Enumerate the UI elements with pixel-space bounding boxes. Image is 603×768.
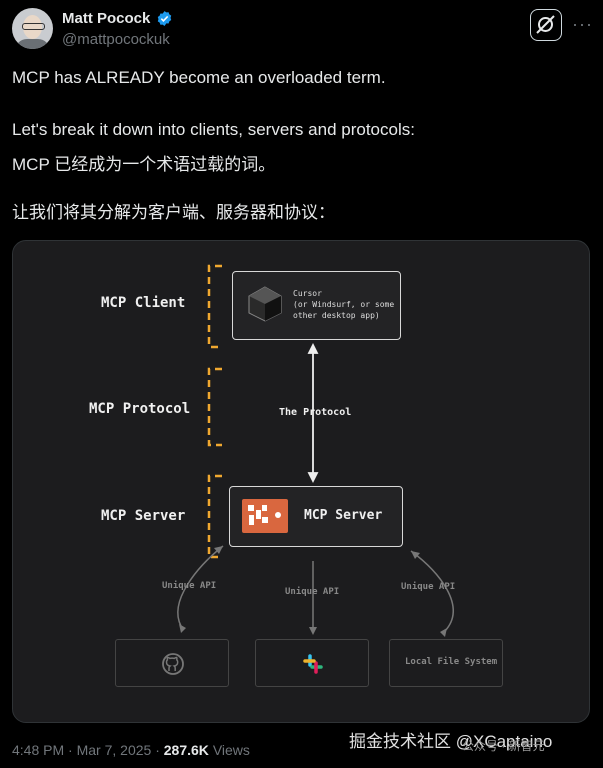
watermark: 掘金技术社区 @XCaptaino (349, 732, 553, 751)
verified-badge-icon (157, 11, 172, 26)
api-label-left: Unique API (162, 581, 217, 591)
client-box-line3: other desktop app) (293, 311, 380, 320)
client-box-line2: (or Windsurf, or some (293, 300, 395, 309)
tweet-text-line-3: MCP 已经成为一个术语过载的词。 (12, 155, 276, 174)
tweet-meta: 4:48 PM · Mar 7, 2025 · 287.6K Views (12, 742, 250, 758)
author-name[interactable]: Matt Pocock (62, 10, 151, 27)
tweet-time[interactable]: 4:48 PM (12, 742, 65, 758)
tweet-date[interactable]: Mar 7, 2025 (76, 742, 152, 758)
api-label-middle: Unique API (285, 587, 340, 597)
mcp-client-label: MCP Client (101, 295, 186, 311)
api-label-right: Unique API (401, 582, 456, 592)
slack-box (255, 639, 369, 687)
local-file-system-box: Local File System (389, 639, 503, 687)
local-file-system-label: Local File System (405, 657, 498, 667)
cursor-logo-icon (248, 286, 282, 322)
github-box (115, 639, 229, 687)
server-box-label: MCP Server (304, 508, 383, 523)
grok-button[interactable] (530, 9, 562, 41)
slack-icon (303, 654, 323, 674)
watermark-secondary: 公众号 · 新智元 (462, 739, 545, 753)
avatar[interactable] (12, 8, 53, 49)
client-box: Cursor (or Windsurf, or some other deskt… (232, 271, 401, 340)
grok-icon (536, 15, 555, 34)
tweet-text-line-1: MCP has ALREADY become an overloaded ter… (12, 68, 386, 87)
views-label: Views (212, 742, 250, 758)
github-icon (162, 653, 184, 675)
views-count: 287.6K (163, 742, 209, 758)
diagram-lines (177, 264, 454, 637)
mcp-protocol-label: MCP Protocol (89, 401, 191, 417)
diagram-image[interactable]: MCP Client MCP Protocol MCP Server Curso… (12, 240, 590, 723)
server-box: MCP Server (229, 486, 403, 547)
tweet-text-line-2: Let's break it down into clients, server… (12, 120, 415, 139)
tweet-text-line-4: 让我们将其分解为客户端、服务器和协议： (12, 203, 335, 222)
client-box-title: Cursor (293, 289, 322, 298)
more-options-icon[interactable]: ··· (572, 14, 593, 34)
author-handle[interactable]: @mattpocockuk (62, 31, 170, 48)
mcp-server-label: MCP Server (101, 508, 186, 524)
protocol-arrow-label: The Protocol (279, 407, 352, 418)
server-logo-icon (242, 499, 288, 533)
